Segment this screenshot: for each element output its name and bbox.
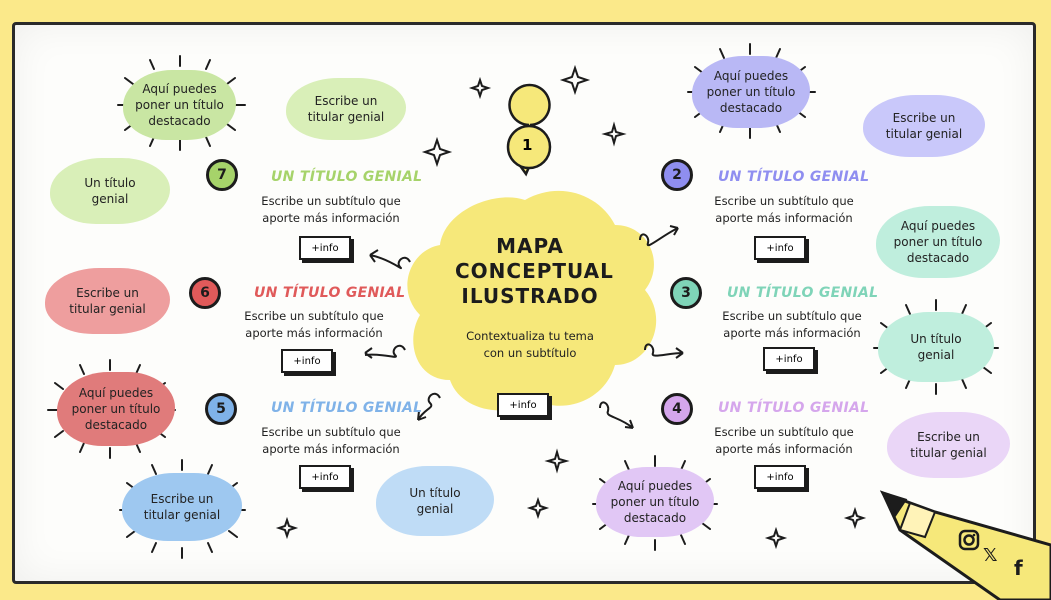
- topic-title: UN TÍTULO GENIAL: [271, 400, 423, 416]
- topic-info-button[interactable]: +info: [299, 236, 351, 260]
- connector-arrows: [364, 225, 684, 429]
- marker-circle: [506, 124, 552, 170]
- bubble-headline: Escribe un titular genial: [887, 412, 1010, 478]
- topic-info-button[interactable]: +info: [754, 236, 806, 260]
- topic-title: UN TÍTULO GENIAL: [271, 169, 423, 185]
- center-subtitle: Contextualiza tu tema con un subtítulo: [466, 329, 594, 360]
- bubble-title: Un título genial: [878, 312, 994, 382]
- topic-title: UN TÍTULO GENIAL: [718, 400, 870, 416]
- topic-number-badge: 5: [205, 393, 237, 425]
- bubble-headline: Escribe un titular genial: [863, 95, 985, 157]
- center-info-button[interactable]: +info: [497, 393, 549, 417]
- instagram-icon[interactable]: [958, 529, 980, 551]
- bubble-headline: Escribe un titular genial: [286, 78, 406, 140]
- topic-subtitle: Escribe un subtítulo que aporte más info…: [261, 194, 401, 225]
- topic-title: UN TÍTULO GENIAL: [727, 285, 879, 301]
- center-blob: [407, 190, 657, 411]
- topic-number-badge: 7: [206, 159, 238, 191]
- topic-subtitle: Escribe un subtítulo que aporte más info…: [714, 425, 854, 456]
- bubble-highlight: Aquí puedes poner un título destacado: [57, 372, 175, 446]
- bubble-title: Un título genial: [50, 158, 170, 224]
- sparkle-icons: [275, 64, 867, 550]
- topic-subtitle: Escribe un subtítulo que aporte más info…: [722, 309, 862, 340]
- topic-subtitle: Escribe un subtítulo que aporte más info…: [261, 425, 401, 456]
- topic-number-badge: 3: [670, 277, 702, 309]
- topic-title: UN TÍTULO GENIAL: [254, 285, 406, 301]
- bubble-headline: Escribe un titular genial: [122, 473, 242, 541]
- bubble-highlight: Aquí puedes poner un título destacado: [876, 206, 1000, 278]
- x-icon[interactable]: 𝕏: [983, 545, 998, 566]
- pencil-illustration: [879, 490, 1051, 600]
- marker-number: 1: [522, 136, 533, 154]
- topic-info-button[interactable]: +info: [763, 347, 815, 371]
- topic-number-badge: 2: [661, 159, 693, 191]
- center-title: MAPA CONCEPTUAL ILUSTRADO: [455, 234, 614, 308]
- bubble-highlight: Aquí puedes poner un título destacado: [596, 467, 714, 537]
- topic-number-badge: 6: [189, 277, 221, 309]
- facebook-icon[interactable]: f: [1014, 556, 1023, 580]
- bubble-highlight: Aquí puedes poner un título destacado: [123, 70, 236, 140]
- topic-info-button[interactable]: +info: [299, 465, 351, 489]
- topic-title: UN TÍTULO GENIAL: [718, 169, 870, 185]
- bubble-title: Un título genial: [376, 466, 494, 536]
- topic-info-button[interactable]: +info: [281, 349, 333, 373]
- topic-number-badge: 4: [661, 393, 693, 425]
- topic-info-button[interactable]: +info: [754, 465, 806, 489]
- bubble-headline: Escribe un titular genial: [45, 268, 170, 334]
- bubble-highlight: Aquí puedes poner un título destacado: [692, 56, 810, 128]
- topic-subtitle: Escribe un subtítulo que aporte más info…: [244, 309, 384, 340]
- topic-subtitle: Escribe un subtítulo que aporte más info…: [714, 194, 854, 225]
